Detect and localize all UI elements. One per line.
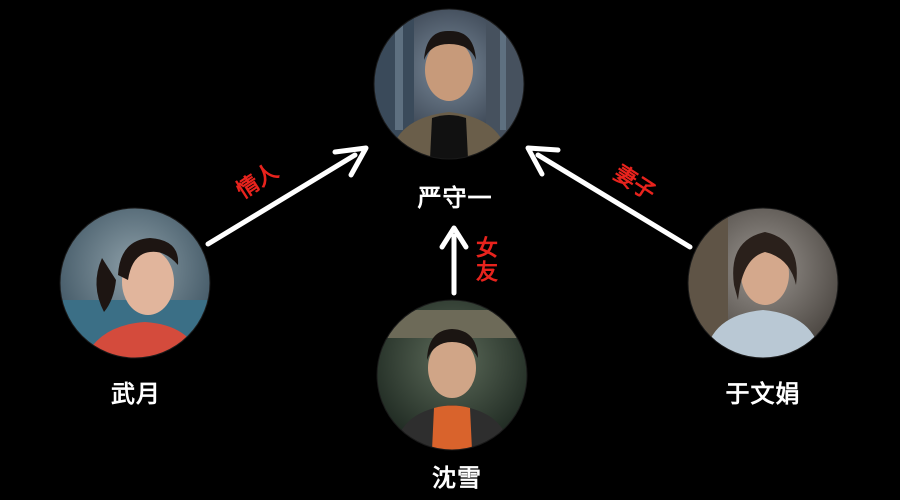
portrait-bottom <box>377 300 527 450</box>
name-bottom: 沈雪 <box>432 464 482 492</box>
arrow-left-to-center <box>205 145 369 247</box>
name-center: 严守一 <box>417 184 493 212</box>
name-right: 于文娟 <box>725 380 801 408</box>
arrow-bottom-to-center <box>439 225 469 296</box>
portrait-left <box>60 208 210 358</box>
arrow-right-to-center <box>525 145 693 250</box>
portrait-right <box>688 208 838 358</box>
name-left: 武月 <box>111 380 161 408</box>
relation-bottom: 女友 <box>472 236 497 284</box>
portrait-center <box>374 9 524 159</box>
